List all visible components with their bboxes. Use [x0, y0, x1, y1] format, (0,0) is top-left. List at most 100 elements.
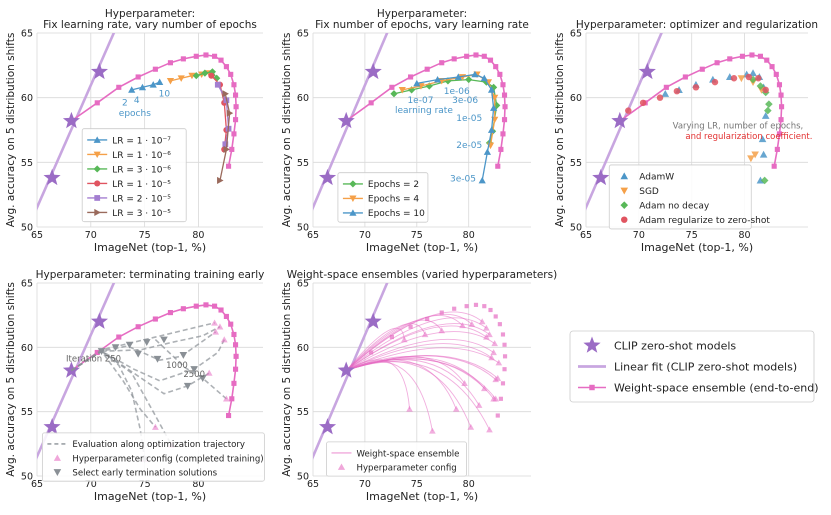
- clip-zero-shot-star: [90, 312, 108, 329]
- wse-point: [135, 324, 141, 330]
- x-tick-label: 80: [739, 230, 751, 241]
- y-tick-label: 60: [21, 93, 33, 104]
- hyperparameter-config-point: [468, 320, 476, 327]
- wse-point: [223, 64, 229, 70]
- annotation: 1e-06: [444, 87, 470, 97]
- hyperparameter-config-point: [478, 318, 486, 325]
- lr-series-point: [222, 141, 229, 148]
- wse-point: [389, 84, 395, 90]
- optimizer-point: [730, 75, 738, 82]
- main-legend-label: Linear fit (CLIP zero-shot models): [614, 361, 797, 374]
- wse-point: [495, 163, 501, 169]
- early-termination-point: [142, 339, 151, 346]
- wse-point: [779, 104, 785, 110]
- lr-series-point: [188, 72, 196, 80]
- completed-config-point: [205, 369, 213, 376]
- annotation: 3e-06: [452, 96, 478, 106]
- optimizer-point: [758, 135, 767, 143]
- y-axis-label: Avg. accuracy on 5 distribution shifts: [5, 33, 17, 228]
- plot-area: [37, 33, 239, 211]
- x-tick-label: 80: [463, 230, 475, 241]
- hyperparameter-config-point: [459, 322, 466, 329]
- legend-label: Evaluation along optimization trajectory: [72, 440, 245, 450]
- wse-point: [233, 104, 239, 110]
- early-termination-point: [125, 341, 134, 349]
- early-termination-point: [134, 350, 142, 358]
- wse-point: [776, 131, 783, 137]
- wse-point: [682, 74, 688, 80]
- early-termination-point: [198, 375, 207, 383]
- early-termination-point: [160, 336, 168, 344]
- lr-series-line: [196, 71, 218, 79]
- wse-point: [232, 117, 239, 123]
- legend-label: LR = 1 · 10⁻⁵: [112, 180, 171, 190]
- lr-series-point: [226, 109, 234, 117]
- y-tick-label: 50: [21, 223, 33, 234]
- trajectory-line: [101, 350, 173, 446]
- wse-point: [502, 104, 508, 110]
- wse-point: [500, 332, 506, 337]
- x-tick-label: 70: [359, 479, 371, 490]
- legend-label: LR = 2 · 10⁻⁵: [112, 194, 171, 204]
- wse-curve: [345, 331, 495, 371]
- x-tick-label: 70: [633, 230, 645, 241]
- wse-point: [229, 396, 235, 402]
- wse-curve: [345, 319, 443, 371]
- optimizer-point: [762, 86, 769, 94]
- x-tick-label: 75: [139, 479, 151, 490]
- optimizer-point: [764, 106, 772, 115]
- x-tick-label: 70: [359, 230, 371, 241]
- completed-config-point: [212, 328, 220, 335]
- wse-point: [231, 131, 237, 137]
- panel-title: Fix learning rate, vary number of epochs: [43, 19, 257, 31]
- wse-point: [152, 316, 158, 322]
- legend-wse-marker: [589, 384, 595, 391]
- wse-curve: [345, 325, 487, 371]
- wse-point: [218, 307, 224, 313]
- wse-point: [212, 303, 218, 309]
- panel-title: Fix number of epochs, vary learning rate: [315, 19, 529, 31]
- wse-curve: [346, 355, 499, 379]
- legend-label: SGD: [639, 187, 659, 197]
- optimizer-point: [625, 107, 632, 114]
- lr-series-point: [223, 145, 231, 153]
- main-legend-label: Weight-space ensemble (end-to-end): [614, 382, 819, 395]
- optimizer-point: [692, 84, 700, 91]
- wse-curve: [346, 359, 457, 410]
- wse-curve: [346, 343, 492, 371]
- wse-point: [739, 53, 746, 59]
- legend-marker: [94, 208, 101, 217]
- wse-point: [502, 342, 507, 347]
- wse-point: [714, 60, 720, 66]
- legend-marker: [620, 201, 629, 209]
- y-tick-label: 60: [21, 343, 33, 354]
- legend-label: LR = 3 · 10⁻⁵: [112, 209, 171, 219]
- early-termination-point: [111, 344, 120, 352]
- wse-point: [226, 163, 232, 169]
- hyperparameter-config-point: [421, 331, 429, 338]
- epoch-series-point: [465, 75, 473, 84]
- wse-curve: [346, 361, 433, 432]
- hyperparameter-config-point: [406, 405, 413, 412]
- panel-title: Hyperparameter: terminating training ear…: [36, 269, 265, 281]
- clip-zero-shot-star: [611, 111, 629, 129]
- epoch-series-point: [471, 70, 479, 78]
- wse-point: [116, 84, 122, 90]
- optimizer-point: [761, 111, 770, 119]
- x-tick-label: 65: [580, 230, 592, 241]
- wse-point: [228, 71, 234, 77]
- wse-point: [501, 92, 508, 98]
- hyperparameter-config-point: [486, 331, 493, 338]
- wse-point: [493, 314, 498, 319]
- panel-title: Hyperparameter: optimizer and regulariza…: [576, 19, 818, 31]
- completed-config-point: [211, 319, 218, 326]
- wse-point: [167, 310, 174, 316]
- wse-point: [473, 302, 479, 307]
- hyperparameter-config-point: [494, 374, 502, 381]
- epoch-series-point: [433, 75, 442, 83]
- wse-point: [500, 381, 506, 386]
